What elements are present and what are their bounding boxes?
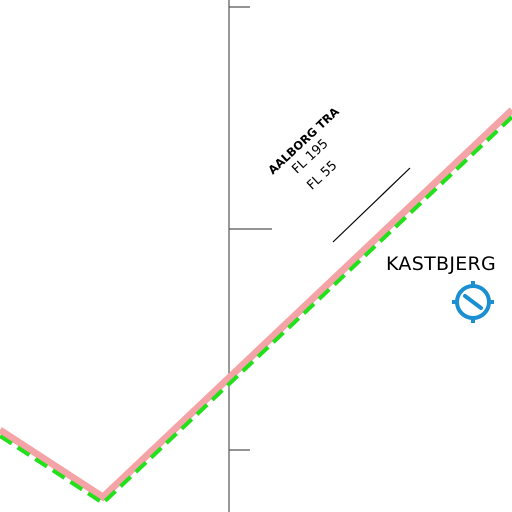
label-leader-line [332,167,411,243]
navaid-name: KASTBJERG [386,253,497,275]
airspace-boundary [0,115,512,506]
navaid-compass-icon[interactable] [452,281,494,323]
airspace-border [0,107,512,502]
